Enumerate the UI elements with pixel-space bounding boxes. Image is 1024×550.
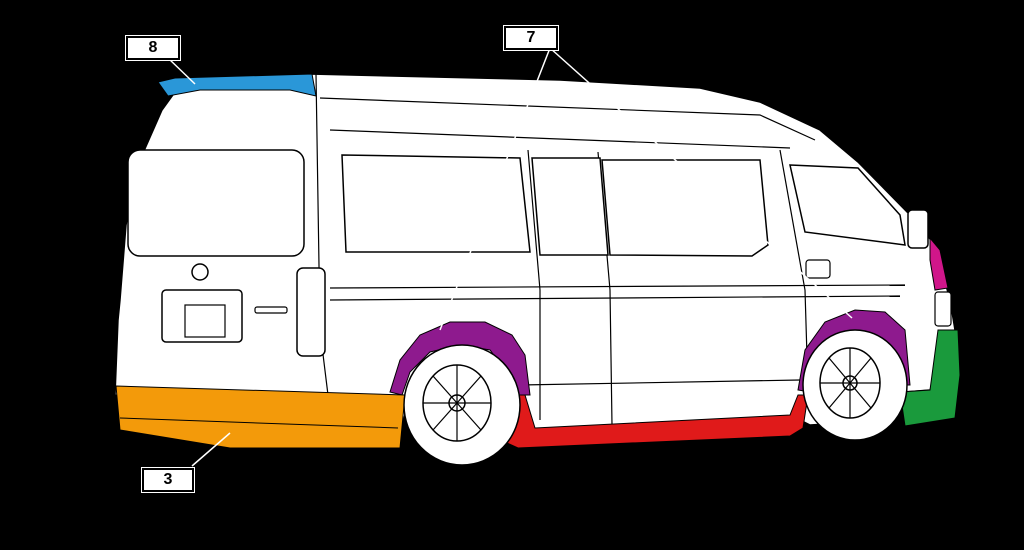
cab-window — [789, 164, 906, 246]
callout-7: 7 — [503, 25, 559, 51]
leader-lines — [167, 47, 853, 467]
rear-handle — [254, 306, 288, 314]
callout-8: 8 — [125, 35, 181, 61]
side-window-rear — [341, 154, 531, 253]
side-window-front — [601, 159, 769, 257]
side-mirror — [907, 209, 929, 249]
rear-bumper-line — [119, 417, 399, 429]
headlight — [934, 291, 952, 327]
front-fender-accent — [929, 236, 949, 291]
door-handle — [805, 259, 831, 279]
rear-wheel — [403, 344, 521, 466]
callout-3: 3 — [141, 467, 195, 493]
front-bumper — [899, 329, 961, 427]
front-wheel — [802, 329, 908, 441]
license-plate — [184, 304, 226, 338]
emblem — [191, 263, 209, 281]
rear-spoiler — [157, 73, 317, 97]
rear-window — [127, 149, 305, 257]
rear-bumper — [115, 385, 406, 449]
side-window-middle — [531, 157, 609, 256]
tail-light — [296, 267, 326, 357]
